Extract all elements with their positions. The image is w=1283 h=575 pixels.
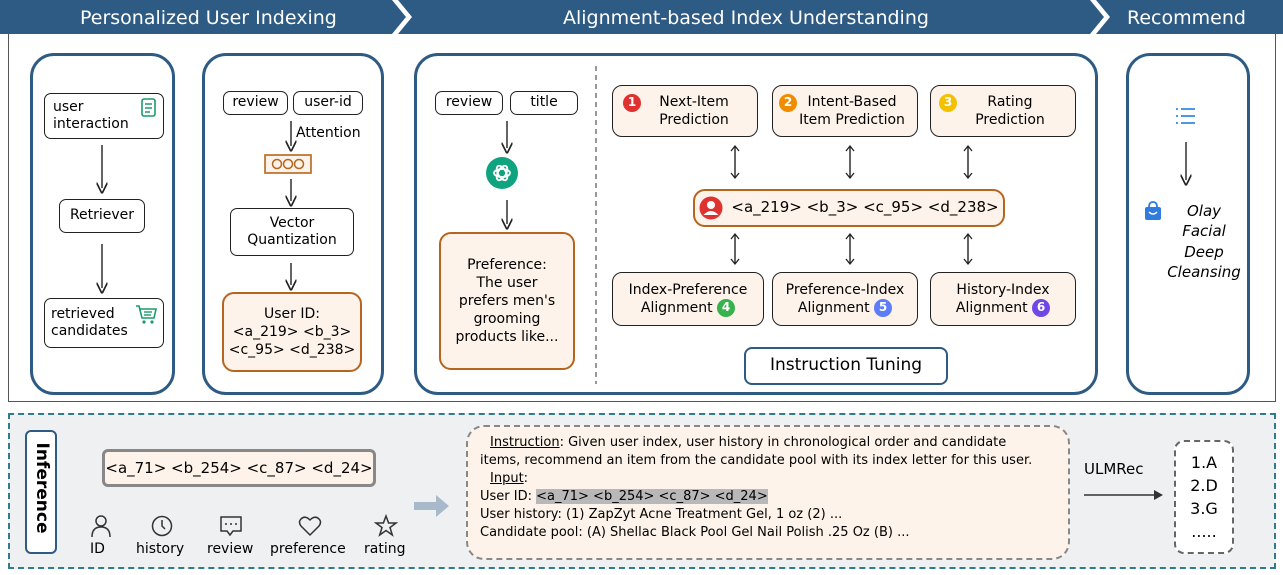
top-frame [8,34,1276,402]
user-index-box: <a_219> <b_3> <c_95> <d_238> [693,189,1005,227]
header-personalized-user-indexing: Personalized User Indexing [80,7,337,29]
task-next-item-label: Next-Item Prediction [659,93,729,128]
inference-label-box [25,430,57,554]
pref-title-box: title [510,91,578,115]
cart-icon [136,305,157,324]
inference-label: Inference [32,442,52,534]
align-6-line2: Alignment 6 [956,299,1051,317]
instruction-tuning-box: Instruction Tuning [744,347,948,385]
inference-index-box: <a_71> <b_254> <c_87> <d_24> [102,449,376,487]
align-index-preference-box: Index-Preference Alignment 4 [612,272,764,326]
instruction-line2: items, recommend an item from the candid… [480,452,1033,468]
result-3: 3.G [1190,499,1218,518]
icon-label-rating: rating [364,541,406,557]
right-arrow-icon [414,495,449,517]
dashed-divider [595,66,597,384]
user-index-text: <a_219> <b_3> <c_95> <d_238> [731,198,999,217]
recommended-product: Olay Facial Deep Cleansing [1167,202,1241,281]
align-6-line1: History-Index [956,281,1050,298]
task-rating-label: Rating Prediction [975,93,1045,128]
heart-icon [298,516,322,537]
user-avatar-icon [699,196,723,220]
recommend-panel [1126,53,1250,395]
icon-label-preference: preference [270,541,346,557]
result-1: 1.A [1190,452,1218,472]
vector-quantization-box: Vector Quantization [230,208,354,256]
results-box: 1.A 2.D 3.G ..... [1174,440,1234,554]
task-intent-box: 2 Intent-Based Item Prediction [772,85,918,137]
retrieved-candidates-box: retrieved candidates [44,298,164,348]
icon-label-history: history [136,541,185,557]
align-preference-index-box: Preference-Index Alignment 5 [772,272,918,326]
llm-icon [486,157,518,189]
user-interaction-box: user interaction [44,93,164,139]
num3-icon: 3 [939,94,957,112]
align-4-line2: Alignment 4 [641,299,736,317]
document-icon [141,98,156,117]
person-icon [91,515,111,538]
user-id-result-line1: <a_219> <b_3> [232,323,352,340]
num1-icon: 1 [623,94,641,112]
num5-icon: 5 [874,299,893,317]
num4-icon: 4 [717,299,736,317]
user-id-result-line2: <c_95> <d_238> [228,342,356,359]
pref-review-box: review [435,91,503,115]
user-id-result-label: User ID: [264,305,320,322]
align-4-line1: Index-Preference [628,281,748,298]
icon-label-review: review [207,541,254,557]
task-intent-label: Intent-Based Item Prediction [799,93,905,128]
preference-box: Preference: The user prefers men's groom… [439,232,575,370]
candidate-pool-line: Candidate pool: (A) Shellac Black Pool G… [480,524,910,540]
result-4: ..... [1191,522,1217,542]
vector-icon [264,154,312,174]
shopping-bag-icon [1145,201,1161,220]
user-history-line: User history: (1) ZapZyt Acne Treatment … [480,506,843,522]
num6-icon: 6 [1032,299,1051,317]
task-rating-box: 3 Rating Prediction [930,85,1076,137]
star-icon [374,514,398,537]
clock-icon [151,515,173,537]
num2-icon: 2 [779,94,797,112]
prompt-box: Instruction: Given user index, user hist… [466,425,1070,560]
input-label: Input: [490,470,529,486]
header-recommend: Recommend [1127,7,1246,29]
flow-arrows [0,121,1283,410]
align-5-line1: Preference-Index [785,281,905,298]
task-next-item-box: 1 Next-Item Prediction [612,85,758,137]
align-history-index-box: History-Index Alignment 6 [930,272,1076,326]
review-box: review [223,91,288,115]
retriever-box: Retriever [59,199,145,233]
icon-label-id: ID [90,541,105,557]
header-bar [0,0,1283,34]
user-id-result-box: User ID: <a_219> <b_3> <c_95> <d_238> [222,292,362,372]
align-5-line2: Alignment 5 [798,299,893,317]
result-2: 2.D [1190,475,1218,495]
model-label: ULMRec [1084,460,1144,478]
attention-label: Attention [296,125,361,141]
list-icon [1176,108,1195,124]
user-id-box: user-id [293,91,363,115]
comment-icon [220,516,242,537]
model-arrow [1084,490,1163,500]
user-id-highlight: <a_71> <b_254> <c_87> <d_24> [536,488,768,504]
instruction-line1: Instruction: Given user index, user hist… [490,435,1007,450]
header-alignment-index-understanding: Alignment-based Index Understanding [563,7,929,29]
user-id-line: User ID: <a_71> <b_254> <c_87> <d_24> [480,488,768,504]
